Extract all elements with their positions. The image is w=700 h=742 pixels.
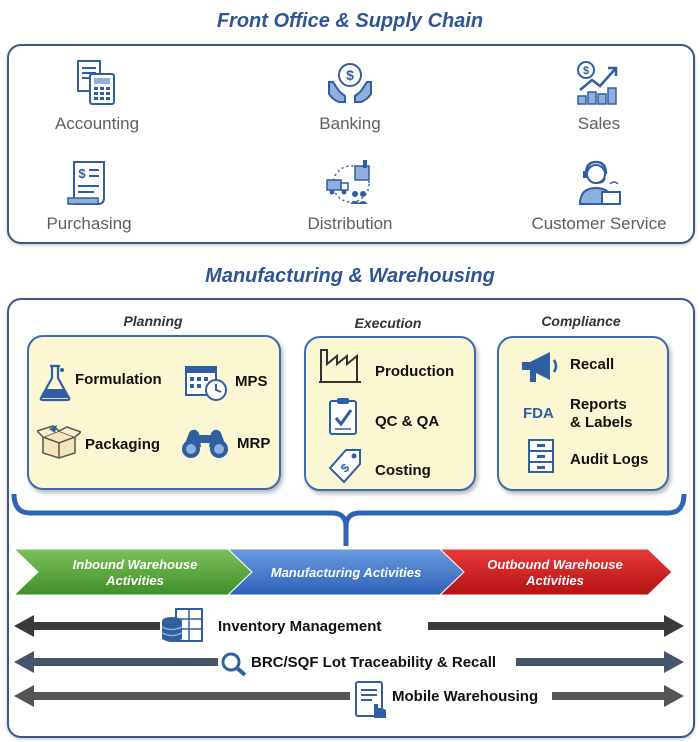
svg-text:$: $ [78, 166, 86, 181]
svg-text:$: $ [346, 67, 354, 83]
magnifier-icon [221, 652, 247, 677]
front-office-label: Purchasing [46, 214, 132, 233]
factory-icon [319, 349, 361, 383]
front-office-panel: Accounting $ Banking $ Sales $ [7, 44, 695, 244]
front-office-label: Customer Service [531, 214, 667, 233]
execution-item-label: QC & QA [375, 413, 440, 430]
planning-item-label: MPS [235, 373, 268, 390]
planning-item-label: Formulation [75, 371, 162, 388]
compliance-item-label: Audit Logs [570, 451, 649, 468]
compliance-card: Recall FDA Reports & Labels Audit Logs [497, 336, 669, 491]
box-icon [37, 425, 81, 459]
svg-text:$: $ [583, 65, 589, 77]
customer-service-icon [578, 160, 621, 205]
execution-title: Execution [354, 315, 422, 331]
compliance-item-label-line2: & Labels [570, 414, 633, 431]
front-office-title: Front Office & Supply Chain [216, 10, 484, 32]
manufacturing-activities-label: Manufacturing Activities [270, 565, 422, 580]
execution-card: Production QC & QA $ Costing [304, 336, 476, 491]
clipboard-check-icon [329, 398, 357, 435]
binoculars-icon [182, 429, 228, 458]
fda-icon: FDA [523, 405, 554, 422]
planning-item-label: MRP [237, 435, 271, 452]
front-office-item-customer-service: Customer Service [509, 158, 689, 234]
flask-icon [39, 364, 71, 402]
front-office-label: Distribution [307, 214, 393, 233]
calendar-clock-icon [185, 366, 227, 401]
file-cabinet-icon [528, 439, 554, 473]
mobile-device-icon [355, 681, 386, 718]
megaphone-icon [522, 352, 558, 382]
database-icon [161, 608, 203, 642]
planning-item-label: Packaging [85, 436, 161, 453]
front-office-item-purchasing: $ Purchasing [0, 158, 179, 234]
traceability-bar [14, 651, 684, 673]
front-office-item-distribution: Distribution [260, 158, 440, 234]
front-office-label: Banking [319, 114, 381, 133]
front-office-label: Accounting [54, 114, 140, 133]
front-office-item-banking: $ Banking [260, 58, 440, 134]
outbound-chevron [438, 548, 673, 596]
manufacturing-title: Manufacturing & Warehousing [205, 265, 495, 287]
purchasing-icon: $ [67, 161, 105, 205]
front-office-item-sales: $ Sales [509, 58, 689, 134]
planning-title: Planning [123, 313, 183, 329]
front-office-label: Sales [577, 114, 621, 133]
compliance-item-label: Recall [570, 356, 615, 373]
execution-item-label: Costing [375, 462, 431, 479]
traceability-label: BRC/SQF Lot Traceability & Recall [251, 654, 497, 671]
mobile-warehousing-bar [14, 685, 684, 707]
price-tag-icon: $ [328, 449, 361, 484]
compliance-title: Compliance [541, 313, 621, 329]
planning-card: Formulation MPS Packaging MRP [27, 335, 281, 490]
execution-item-label: Production [375, 363, 455, 380]
inventory-management-bar [14, 615, 684, 637]
banking-icon: $ [328, 63, 372, 103]
inventory-management-label: Inventory Management [218, 618, 382, 635]
compliance-item-label: Reports [570, 396, 627, 413]
distribution-icon [326, 160, 370, 204]
front-office-item-accounting: Accounting [7, 58, 187, 134]
accounting-icon [77, 60, 115, 105]
sales-icon: $ [577, 61, 618, 105]
mobile-warehousing-label: Mobile Warehousing [392, 688, 539, 705]
